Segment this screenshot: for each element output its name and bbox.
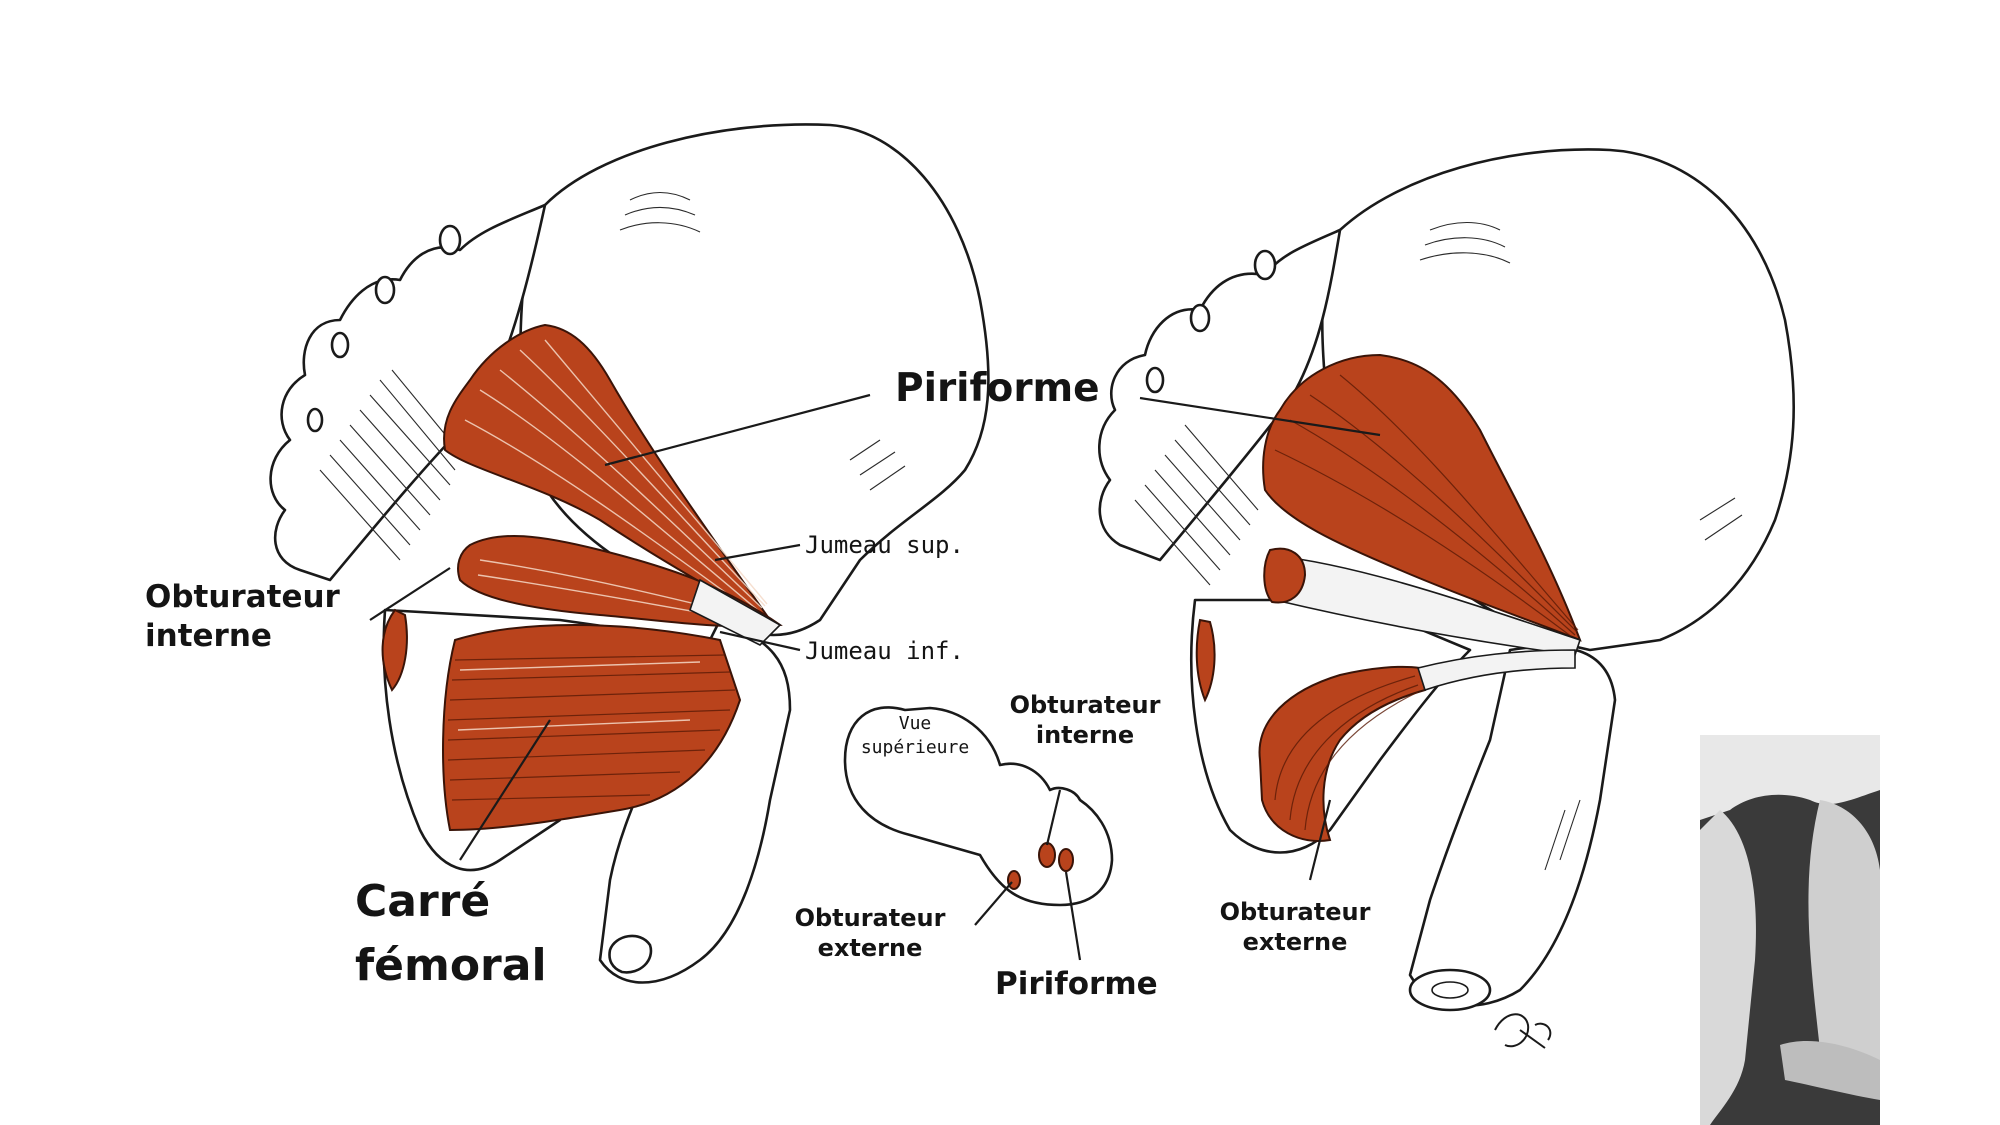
label-inset-obturateur-externe-line2: externe <box>817 934 923 962</box>
right-piriformis-muscle <box>1262 353 1582 642</box>
photo-right-leg <box>1808 800 1880 1080</box>
photo-left-leg <box>1700 810 1756 1125</box>
left-sacral-foramen-2 <box>374 275 396 305</box>
right-obturator-internus-muscle <box>1263 547 1307 604</box>
photo-hand <box>1780 1040 1880 1100</box>
label-jumeau-sup: Jumeau sup. <box>805 531 964 559</box>
superior-view-inset <box>843 706 1114 907</box>
left-piriformis-fibers <box>464 339 768 615</box>
leader-jumeau-inf <box>719 630 801 652</box>
right-ilium-shading <box>1419 222 1743 871</box>
right-pelvis-figure <box>1098 148 1796 1049</box>
left-sacral-foramen-1 <box>438 224 462 256</box>
label-inset-obturateur-externe: Obturateur externe <box>790 903 950 963</box>
leader-right-obturateur-externe <box>1308 799 1332 881</box>
label-obturateur-interne-left-line2: interne <box>145 617 272 654</box>
label-vue-superieure-line1: Vue <box>898 713 932 734</box>
right-sacral-foramen-3 <box>1145 366 1165 394</box>
photo-shorts <box>1700 735 1880 820</box>
leader-inset-obturateur-externe <box>974 881 1013 926</box>
left-quadratus-femoris-muscle <box>442 624 742 832</box>
left-sacral-foramen-3 <box>330 331 350 359</box>
label-right-obturateur-externe: Obturateur externe <box>1215 897 1375 957</box>
right-obturator-externus-tendon <box>1416 649 1576 692</box>
right-sacral-foramen-2 <box>1189 303 1211 333</box>
label-obturateur-interne-left: Obturateur interne <box>145 578 340 656</box>
label-inset-obturateur-interne-line2: interne <box>1035 721 1135 749</box>
inset-obturator-externus-muscle <box>1007 870 1021 890</box>
leader-obturateur-interne-left <box>369 567 451 621</box>
inset-obturator-internus-muscle <box>1038 842 1056 868</box>
label-carre-femoral-line1: Carré <box>355 876 491 927</box>
left-pelvis-figure <box>269 123 990 984</box>
leader-inset-obturateur-interne <box>1045 789 1062 846</box>
inset-piriformis-muscle <box>1058 848 1074 872</box>
reference-photo <box>1700 735 1880 1125</box>
left-quadratus-femoris-fibers <box>447 654 736 801</box>
left-femur-cut <box>608 934 653 974</box>
leader-jumeau-sup <box>714 543 801 562</box>
left-sacrotuberous-ligament <box>319 369 463 561</box>
label-vue-superieure-line2: supérieure <box>860 737 970 759</box>
left-sacral-foramen-4 <box>306 407 324 433</box>
label-vue-superieure: Vue supérieure <box>850 712 980 761</box>
left-obturator-internus-muscle <box>381 608 408 692</box>
label-inset-obturateur-interne-line1: Obturateur <box>1009 691 1161 719</box>
left-tendon-insertion <box>689 578 782 646</box>
label-right-obturateur-externe-line2: externe <box>1242 928 1348 956</box>
right-femur-cut <box>1408 968 1492 1012</box>
left-ilium-shading <box>619 192 906 491</box>
label-inset-obturateur-interne: Obturateur interne <box>1005 690 1165 750</box>
right-small-muscle <box>1195 618 1216 703</box>
left-femur <box>598 618 792 984</box>
right-femur <box>1408 645 1617 1007</box>
label-inset-obturateur-externe-line1: Obturateur <box>794 904 946 932</box>
right-obturator-externus-fibers <box>1274 675 1419 831</box>
label-right-obturateur-externe-line1: Obturateur <box>1219 898 1371 926</box>
label-carre-femoral-line2: fémoral <box>355 939 547 991</box>
leader-lines <box>369 393 1381 961</box>
right-sacral-foramen-1 <box>1253 249 1277 281</box>
right-femur-canal <box>1431 981 1469 999</box>
label-piriforme-main: Piriforme <box>895 366 1100 411</box>
leader-piriforme-left <box>604 393 871 467</box>
leader-piriforme-right <box>1139 396 1381 437</box>
label-obturateur-interne-left-line1: Obturateur <box>145 579 340 615</box>
right-obturator-externus-muscle <box>1258 665 1427 842</box>
artist-signature <box>1494 1013 1552 1049</box>
leader-inset-piriforme <box>1064 871 1082 961</box>
right-sacrotuberous-ligament <box>1134 424 1259 586</box>
label-inset-piriforme: Piriforme <box>995 966 1158 1002</box>
leader-carre-femoral <box>459 719 551 861</box>
right-piriformis-fibers <box>1274 374 1579 638</box>
label-jumeau-inf: Jumeau inf. <box>805 637 964 665</box>
label-carre-femoral: Carré fémoral <box>355 870 547 998</box>
